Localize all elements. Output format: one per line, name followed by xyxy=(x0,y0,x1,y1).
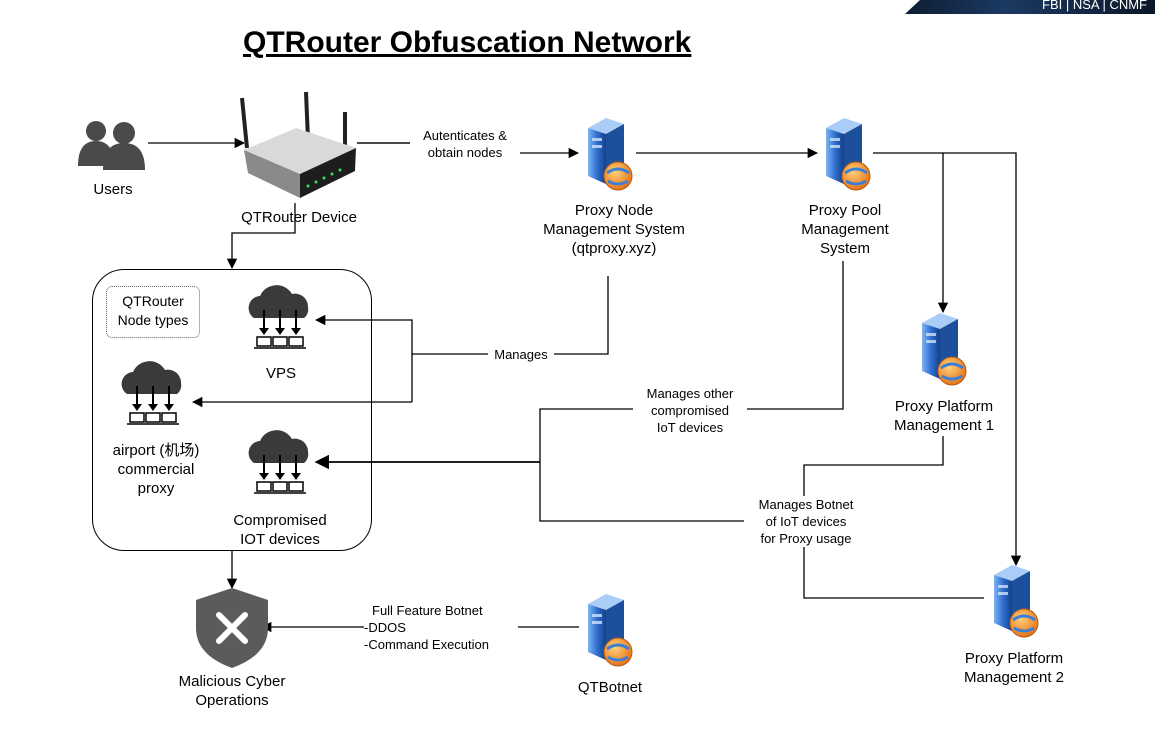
authenticates-line-2: obtain nodes xyxy=(427,145,503,160)
manages-botnet-line-2: of IoT devices xyxy=(765,514,847,529)
proxy-node-line-2: Management System xyxy=(543,221,685,238)
iot-label: Compromised IOT devices xyxy=(220,511,340,549)
full-feature-line-1: Full Feature Botnet xyxy=(372,603,483,618)
manages-botnet-line-3: for Proxy usage xyxy=(760,531,852,546)
node-types-group xyxy=(92,269,372,551)
malicious-line-2: Operations xyxy=(195,692,269,709)
agency-banner xyxy=(905,0,1155,14)
platform-2-line-2: Management 2 xyxy=(963,669,1065,686)
manages-edge-label: Manages xyxy=(488,346,554,363)
node-types-line-1: QTRouter xyxy=(122,293,184,309)
airport-line-1: airport (机场) xyxy=(112,442,200,459)
router-label: QTRouter Device xyxy=(241,209,357,226)
platform-1-server-icon xyxy=(920,311,968,387)
router-to-group-edge xyxy=(226,203,296,270)
manages-other-line-3: IoT devices xyxy=(656,420,724,435)
manages-other-line-1: Manages other xyxy=(646,386,734,401)
malicious-shield-icon xyxy=(196,588,268,668)
qtbotnet-label: QTBotnet xyxy=(577,679,643,696)
authenticates-line-1: Autenticates & xyxy=(423,128,507,143)
qtbotnet-server-icon xyxy=(586,592,634,668)
full-feature-edge-label: Full Feature Botnet -DDOS -Command Execu… xyxy=(364,602,516,653)
proxy-node-line-1: Proxy Node xyxy=(574,202,654,219)
proxy-node-line-3: (qtproxy.xyz) xyxy=(571,240,657,257)
manages-other-edge-label: Manages other compromised IoT devices xyxy=(633,385,747,436)
platform-1-label: Proxy Platform Management 1 xyxy=(880,397,1008,435)
vps-cloud-icon xyxy=(247,284,310,349)
proxy-node-manages-edge xyxy=(412,276,609,355)
diagram-title: QTRouter Obfuscation Network xyxy=(243,26,692,59)
pool-manages-other-edge xyxy=(539,261,844,522)
proxy-node-label: Proxy Node Management System (qtproxy.xy… xyxy=(540,201,688,258)
platform-2-server-icon xyxy=(992,563,1040,639)
airport-cloud-icon xyxy=(120,360,183,425)
full-feature-line-3: -Command Execution xyxy=(364,637,489,652)
airport-line-2: commercial xyxy=(117,461,195,478)
manages-other-line-2: compromised xyxy=(650,403,730,418)
platform-1-line-1: Proxy Platform xyxy=(894,398,994,415)
proxy-pool-line-2: Management xyxy=(801,221,889,238)
malicious-label: Malicious Cyber Operations xyxy=(160,672,304,710)
airport-line-3: proxy xyxy=(137,480,175,497)
iot-line-2: IOT devices xyxy=(240,531,320,548)
vps-label: VPS xyxy=(265,365,296,382)
users-label: Users xyxy=(93,181,133,198)
iot-line-1: Compromised xyxy=(233,512,327,529)
node-types-label-box: QTRouter Node types xyxy=(106,286,200,338)
node-types-line-2: Node types xyxy=(117,312,189,328)
manages-botnet-line-1: Manages Botnet xyxy=(758,497,854,512)
proxy-pool-line-1: Proxy Pool xyxy=(808,202,882,219)
full-feature-line-2: -DDOS xyxy=(364,620,406,635)
pool-to-platform2-edge xyxy=(943,152,1022,567)
manages-to-vps-edge xyxy=(314,314,413,402)
platform-1-line-2: Management 1 xyxy=(893,417,995,434)
proxy-pool-server-icon xyxy=(824,116,872,192)
router-icon xyxy=(240,91,356,198)
platform-2-line-1: Proxy Platform xyxy=(964,650,1064,667)
platform-2-label: Proxy Platform Management 2 xyxy=(950,649,1078,687)
proxy-pool-label: Proxy Pool Management System xyxy=(790,201,900,258)
proxy-pool-line-3: System xyxy=(819,240,870,257)
manages-botnet-edge-label: Manages Botnet of IoT devices for Proxy … xyxy=(744,496,868,547)
platform1-botnet-edge xyxy=(803,436,984,599)
iot-cloud-icon xyxy=(247,429,310,494)
malicious-line-1: Malicious Cyber xyxy=(178,673,286,690)
agency-banner-text: FBI | NSA | CNMF xyxy=(1042,0,1147,12)
authenticates-edge-label: Autenticates & obtain nodes xyxy=(410,127,520,161)
airport-label: airport (机场) commercial proxy xyxy=(96,441,216,498)
users-icon xyxy=(78,121,145,170)
connectors xyxy=(148,137,1022,627)
proxy-node-server-icon xyxy=(586,116,634,192)
